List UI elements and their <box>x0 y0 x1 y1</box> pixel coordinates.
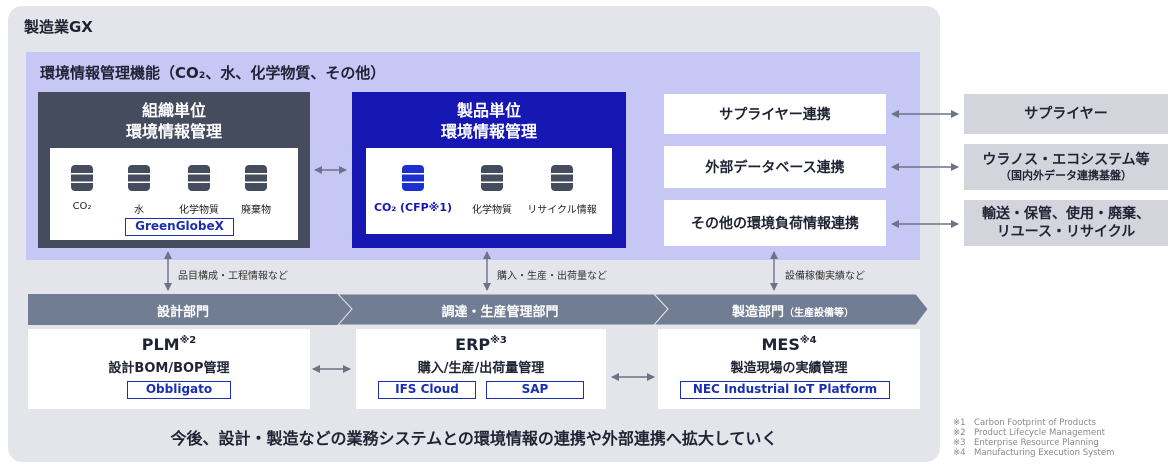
db-item-label: 化学物質 <box>179 205 219 216</box>
org-box-title-1: 組織単位 <box>141 101 206 120</box>
external-uranos-box: ウラノス・エコシステム等 （国内外データ連携基盤） <box>964 144 1168 190</box>
external-db-link-box: 外部データベース連携 <box>664 146 886 188</box>
mes-title: MES※4 <box>658 335 920 354</box>
mes-box: MES※4 製造現場の実績管理 NEC Industrial IoT Platf… <box>658 329 920 409</box>
erp-desc: 購入/生産/出荷量管理 <box>417 361 545 376</box>
mes-desc: 製造現場の実績管理 <box>730 361 848 376</box>
plm-box: PLM※2 設計BOM/BOP管理 Obbligato <box>28 329 310 409</box>
database-icon <box>71 165 93 191</box>
ifs-cloud-tag: IFS Cloud <box>378 381 476 399</box>
arrow-label-mfg: 設備稼働実績など <box>785 271 865 282</box>
erp-note: ※3 <box>490 335 507 346</box>
external-uranos-sub: （国内外データ連携基盤） <box>1000 169 1132 182</box>
db-item-waste: 廃棄物 <box>230 163 282 216</box>
db-item-label: CO₂ <box>72 201 92 212</box>
plm-title: PLM※2 <box>28 335 310 354</box>
footnote-4: ※4 Manufacturing Execution System <box>953 448 1115 458</box>
footnote-3: ※3 Enterprise Resource Planning <box>953 438 1099 448</box>
arrow-label-procure: 購入・生産・出荷量など <box>497 271 607 282</box>
external-uranos-label: ウラノス・エコシステム等 <box>982 152 1150 168</box>
database-icon <box>188 165 210 191</box>
arrow-label-design: 品目構成・工程情報など <box>178 271 288 282</box>
external-transport-box: 輸送・保管、使用・廃棄、 リユース・リサイクル <box>964 200 1168 246</box>
dept-band-mfg <box>652 293 929 326</box>
erp-title: ERP※3 <box>356 335 606 354</box>
expansion-statement: 今後、設計・製造などの業務システムとの環境情報の連携や外部連携へ拡大していく <box>170 429 778 448</box>
env-panel-title: 環境情報管理機能（CO₂、水、化学物質、その他） <box>40 64 386 82</box>
database-icon <box>128 165 150 191</box>
nec-iot-tag: NEC Industrial IoT Platform <box>680 381 890 399</box>
prod-box-title-1: 製品単位 <box>456 101 521 120</box>
dept-label-mfg: 製造部門（生産設備等） <box>662 301 924 320</box>
database-icon <box>481 165 503 191</box>
footnote-2: ※2 Product Lifecycle Management <box>953 428 1105 438</box>
mes-note: ※4 <box>799 335 817 346</box>
footnote-1: ※1 Carbon Footprint of Products <box>953 418 1096 428</box>
external-supplier-label: サプライヤー <box>1024 106 1108 122</box>
other-env-link-box: その他の環境負荷情報連携 <box>664 200 886 246</box>
db-item-cfp: CO₂ (CFP※1) <box>368 163 458 214</box>
database-icon <box>245 165 267 191</box>
db-item-label: 化学物質 <box>472 205 512 216</box>
org-box-title-2: 環境情報管理 <box>125 122 222 141</box>
db-item-label: 水 <box>134 205 144 216</box>
db-item-label: 廃棄物 <box>241 205 271 216</box>
db-item-co2: CO₂ <box>62 163 102 212</box>
dept-band-design <box>28 294 352 325</box>
db-item-chemicals: 化学物質 <box>173 163 225 216</box>
db-item-label: CO₂ (CFP※1) <box>373 201 453 214</box>
db-item-prod-chemicals: 化学物質 <box>466 163 518 216</box>
dept-label-mfg-main: 製造部門 <box>731 305 784 320</box>
db-item-label: リサイクル情報 <box>527 205 597 216</box>
supplier-link-box: サプライヤー連携 <box>664 94 886 134</box>
external-transport-line2: リユース・リサイクル <box>996 224 1136 240</box>
database-icon <box>402 165 424 191</box>
plm-desc: 設計BOM/BOP管理 <box>108 361 230 376</box>
erp-name: ERP <box>455 335 491 354</box>
obbligato-tag: Obbligato <box>127 381 231 399</box>
sap-tag: SAP <box>486 381 584 399</box>
dept-label-procurement: 調達・生産管理部門 <box>441 305 559 320</box>
page-title: 製造業GX <box>24 18 93 36</box>
database-icon <box>551 165 573 191</box>
external-transport-line1: 輸送・保管、使用・廃棄、 <box>982 206 1150 222</box>
greenglobex-tag: GreenGlobeX <box>125 218 234 236</box>
mes-name: MES <box>761 335 800 354</box>
prod-box-title-2: 環境情報管理 <box>440 122 537 141</box>
plm-name: PLM <box>141 335 180 354</box>
erp-box: ERP※3 購入/生産/出荷量管理 IFS Cloud SAP <box>356 329 606 409</box>
db-item-water: 水 <box>119 163 159 216</box>
db-item-recycle: リサイクル情報 <box>522 163 602 216</box>
dept-label-design: 設計部門 <box>156 305 209 320</box>
dept-label-mfg-sub: （生産設備等） <box>784 308 854 319</box>
external-supplier-box: サプライヤー <box>964 94 1168 134</box>
plm-note: ※2 <box>179 335 197 346</box>
